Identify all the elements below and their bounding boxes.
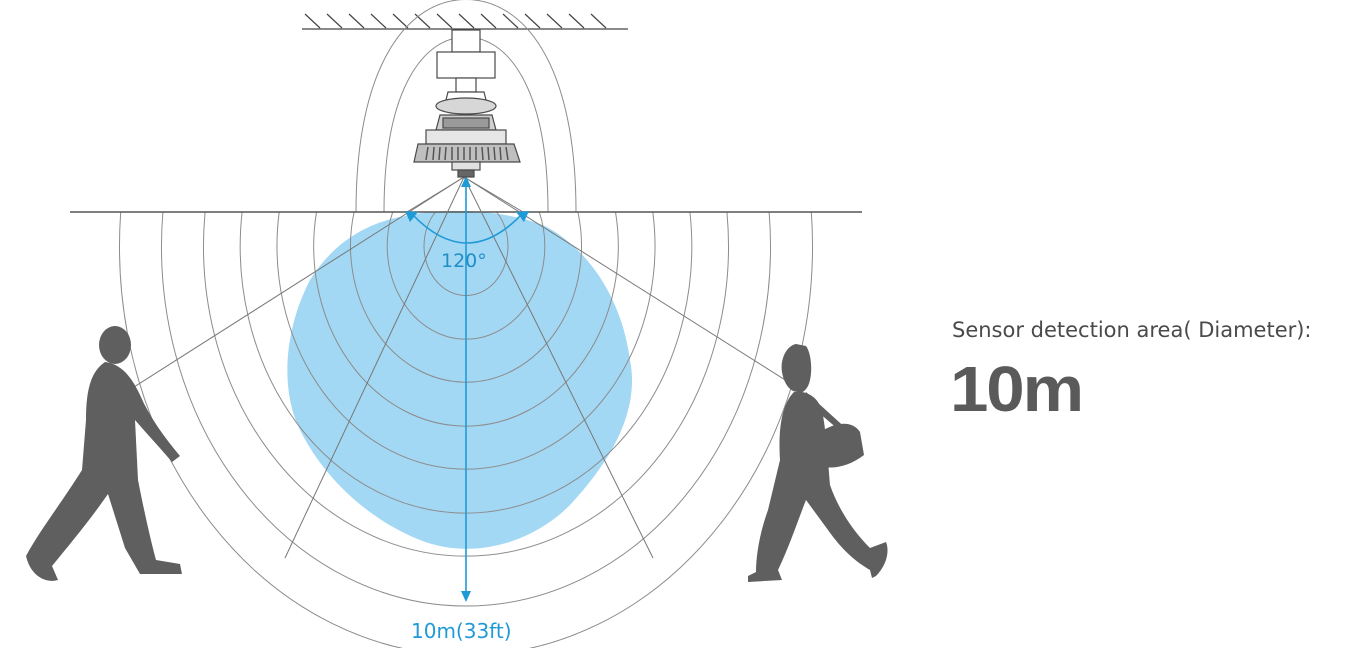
high-bay-lamp-icon (413, 29, 521, 178)
range-label: 10m(33ft) (411, 619, 512, 643)
range-arrow-top (461, 176, 471, 187)
walking-man-icon (26, 326, 182, 581)
angle-arrow-left (405, 211, 418, 222)
angle-arrow-right (516, 211, 529, 222)
range-arrow-bottom (461, 591, 471, 602)
dome-arc (355, 0, 577, 213)
angle-label: 120° (441, 250, 487, 272)
ceiling-hatch-icon (302, 13, 628, 30)
detection-diameter-value: 10m (950, 353, 1084, 425)
detection-area (287, 210, 633, 549)
wave-arc (161, 211, 771, 607)
detection-area-caption: Sensor detection area( Diameter): (952, 318, 1312, 342)
walking-woman-icon (748, 344, 888, 582)
angle-arc (411, 213, 523, 244)
